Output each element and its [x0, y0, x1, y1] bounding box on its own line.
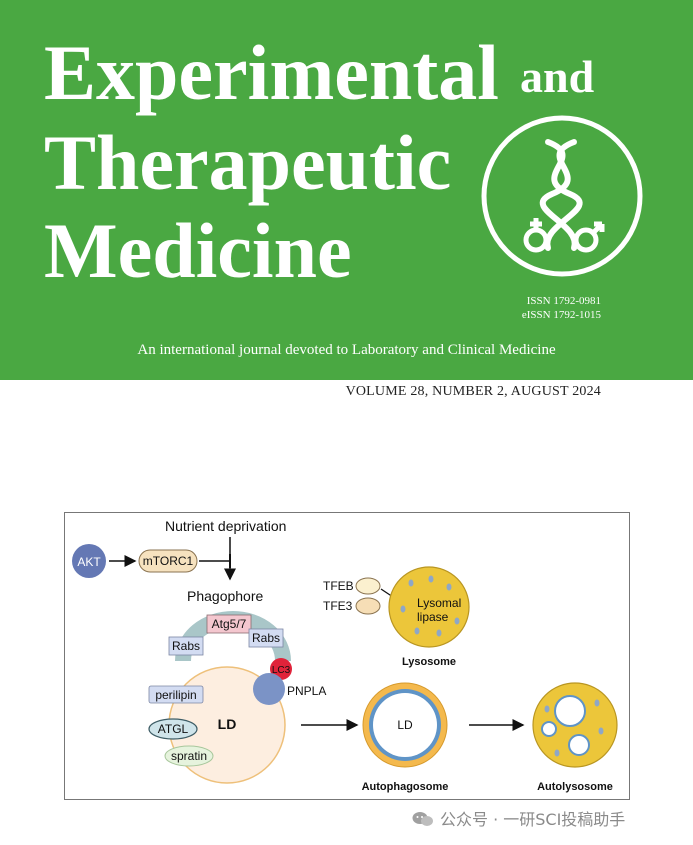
akt-node	[72, 544, 106, 578]
atgl-node	[148, 718, 198, 740]
lysomal-label: Lysomal	[417, 596, 461, 610]
watermark-text: 公众号 · 一研SCI投稿助手	[440, 810, 626, 829]
tfeb-node	[355, 577, 381, 595]
spratin-label: spratin	[171, 749, 207, 763]
perilipin-label: perilipin	[155, 688, 196, 702]
watermark: 公众号 · 一研SCI投稿助手	[412, 806, 625, 830]
volume-issue-date: VOLUME 28, NUMBER 2, AUGUST 2024	[345, 384, 601, 399]
mtorc1-node	[138, 549, 198, 573]
atg57-box	[206, 614, 252, 634]
pnpla-node	[253, 673, 285, 705]
pnpla-label: PNPLA	[287, 684, 326, 698]
mtorc1-label: mTORC1	[143, 554, 194, 568]
rabs-left-box	[168, 636, 204, 656]
nutrient-deprivation-label: Nutrient deprivation	[165, 518, 286, 534]
rabs-left-label: Rabs	[172, 639, 200, 653]
tfe3-node	[355, 597, 381, 615]
dna-helix-gender-symbols-icon	[481, 115, 643, 277]
issn-block: ISSN 1792-0981 eISSN 1792-1015	[522, 294, 601, 322]
lc3-label: LC3	[272, 665, 291, 676]
issn-print: ISSN 1792-0981	[526, 295, 601, 307]
spratin-node	[164, 745, 214, 767]
cover-figure-lipophagy-diagram: Nutrient deprivation AKT mTORC1 Phagopho…	[64, 512, 630, 800]
journal-title-line-2: Therapeutic	[44, 119, 452, 206]
tfeb-label: TFEB	[323, 579, 354, 593]
lipase-label: lipase	[417, 610, 449, 624]
tfe3-label: TFE3	[323, 599, 353, 613]
lysosome-lipase-dots	[400, 575, 460, 637]
journal-tagline: An international journal devoted to Labo…	[137, 342, 556, 358]
ld-label: LD	[218, 716, 237, 732]
rabs-right-box	[248, 628, 284, 648]
autolysosome-lipase-dots	[544, 699, 604, 757]
journal-title-line-1: Experimental	[44, 29, 499, 116]
issn-electronic: eISSN 1792-1015	[521, 309, 601, 321]
autophagosome-label: Autophagosome	[362, 781, 449, 793]
lysosome-label: Lysosome	[402, 656, 456, 668]
perilipin-box	[148, 685, 204, 704]
journal-title-and: and	[520, 51, 595, 102]
atg57-label: Atg5/7	[212, 617, 247, 631]
rabs-right-label: Rabs	[252, 631, 280, 645]
phagophore-label: Phagophore	[187, 588, 264, 604]
wechat-icon	[412, 812, 433, 826]
autophagosome-core	[373, 693, 437, 757]
akt-label: AKT	[77, 555, 101, 569]
atgl-label: ATGL	[158, 722, 189, 736]
autolysosome-label: Autolysosome	[537, 781, 613, 793]
autophagosome-ld-label: LD	[397, 718, 413, 732]
journal-header-banner: Experimental and Therapeutic Medicine IS…	[0, 0, 693, 380]
autolysosome-vesicles	[541, 695, 590, 756]
journal-title-line-3: Medicine	[44, 207, 352, 294]
